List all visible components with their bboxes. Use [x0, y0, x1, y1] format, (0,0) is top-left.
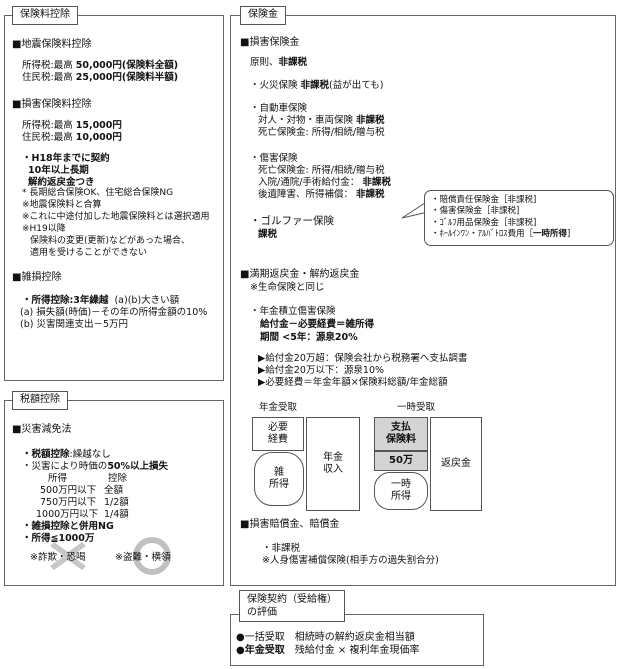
diagram-box-500k: 50万 [374, 451, 428, 471]
table-header: 控除 [108, 473, 128, 484]
text-line: 期間 <5年：源泉20% [260, 332, 358, 343]
text-line: ・所得≦1000万 [22, 533, 95, 544]
section-heading: ■損害賠償金、賠償金 [240, 519, 340, 530]
text-line: 住民税:最高 25,000円(保険料半額) [22, 72, 179, 83]
circle-mark-icon [133, 537, 171, 575]
panel-tab: 税額控除 [12, 391, 68, 410]
text-line: 入院/通院/手術給付金： 非課税 [258, 177, 391, 188]
text-line: ・所得控除:3年繰越 (a)(b)大きい額 [22, 295, 180, 306]
callout-line: ・ｺﾞﾙﾌ用品保険金［非課税] [431, 217, 537, 228]
insurance-premium-deduction-panel [4, 15, 224, 381]
diagram-box-paid-premium: 支払保険料 [374, 417, 428, 451]
text-line: ・H18年までに契約 [22, 153, 110, 164]
text-line: ▶給付金20万超：保険会社から税務署へ支払調書 [258, 353, 468, 364]
table-cell: 全額 [104, 485, 124, 496]
table-cell: 1000万円以下 [36, 509, 99, 520]
diagram-title: 一時受取 [397, 402, 436, 413]
text-line: ※詐欺・恐喝 [30, 552, 86, 563]
text-line: 10年以上長期 [28, 165, 89, 176]
callout-line: ・ﾎｰﾙｲﾝﾜﾝ・ｱﾙﾊﾞﾄﾛｽ費用［一時所得] [431, 229, 571, 240]
text-line: ・非課税 [262, 543, 301, 554]
section-heading: ■災害減免法 [12, 424, 72, 435]
panel-tab: 保険料控除 [12, 6, 78, 25]
diagram-box-refund: 返戻金 [430, 417, 482, 511]
text-line: ※H19以降 [22, 224, 66, 234]
text-line: ・雑損控除と併用NG [22, 521, 114, 532]
text-line: ▶必要経費＝年金年額×保険料総額/年金総額 [258, 377, 448, 388]
text-line: 給付金－必要経費＝雑所得 [260, 319, 375, 330]
text-line: ・災害により時価の50%以上損失 [22, 461, 169, 472]
section-heading: ■損害保険料控除 [12, 99, 92, 110]
text-line: ●年金受取 残給付金 × 複利年金現価率 [236, 645, 420, 656]
panel-tab: 保険契約（受給権） の評価 [239, 590, 345, 622]
callout-line: ・傷害保険金［非課税] [431, 206, 520, 217]
text-line: ※生命保険と同じ [250, 282, 325, 293]
text-line: (b) 災害関連支出－5万円 [20, 319, 129, 330]
section-heading: ■損害保険金 [240, 37, 300, 48]
text-line: 課税 [258, 229, 278, 240]
section-heading: ■満期返戻金・解約返戻金 [240, 269, 360, 280]
text-line: 住民税:最高 10,000円 [22, 132, 122, 143]
text-line: 保険料の変更(更新)などがあった場合、 [30, 236, 191, 246]
contract-evaluation-panel [230, 614, 484, 666]
text-line: 死亡保険金: 所得/相続/贈与税 [258, 165, 385, 176]
text-line: ※これに中途付加した地震保険料とは選択適用 [22, 212, 210, 222]
text-line: 対人・対物・車両保険 非課税 [258, 115, 385, 126]
text-line: ※盗難・横領 [115, 552, 171, 563]
text-line: ▶給付金20万以下：源泉10% [258, 365, 385, 376]
diagram-box-expense: 必要経費 [252, 417, 304, 451]
tax-credit-panel [4, 400, 224, 586]
table-cell: 500万円以下 [40, 485, 97, 496]
panel-tab-line: 保険契約（受給権） [247, 594, 337, 605]
table-cell: 1/4額 [104, 509, 129, 520]
diagram-box-temp-income: 一時所得 [374, 472, 428, 510]
text-line: 所得税:最高 50,000円(保険料全額) [22, 60, 179, 71]
text-line: 適用を受けることができない [30, 248, 148, 258]
cross-mark-icon [50, 542, 86, 570]
text-line: ・火災保険 非課税(益が出ても) [250, 80, 384, 91]
section-heading: ■雑損控除 [12, 272, 62, 283]
diagram-title: 年金受取 [259, 402, 298, 413]
text-line: (a) 損失額(時価)－その年の所得金額の10% [20, 307, 208, 318]
callout-box: ・賠償責任保険金［非課税] ・傷害保険金［非課税] ・ｺﾞﾙﾌ用品保険金［非課税… [424, 190, 614, 246]
text-line: 所得税:最高 15,000円 [22, 120, 122, 131]
text-line: 解約返戻金つき [28, 177, 95, 188]
diagram-box-annuity-income: 年金収入 [306, 417, 360, 511]
panel-tab-line: の評価 [247, 607, 277, 618]
callout-line: ・賠償責任保険金［非課税] [431, 195, 537, 205]
text-line: ・傷害保険 [250, 153, 298, 164]
text-line: 死亡保険金: 所得/相続/贈与税 [258, 127, 385, 138]
panel-tab: 保険金 [240, 6, 286, 25]
text-line: 原則、非課税 [250, 57, 308, 68]
section-heading: ■地震保険料控除 [12, 39, 92, 50]
text-line: ・ゴルファー保険 [250, 215, 334, 227]
table-cell: 1/2額 [104, 497, 129, 508]
text-line: ・自動車保険 [250, 103, 308, 114]
text-line: ●一括受取 相続時の解約返戻金相当額 [236, 632, 415, 643]
text-line: ・年金積立傷害保険 [250, 306, 336, 317]
text-line: 後遺障害、所得補償： 非課税 [258, 189, 385, 200]
text-line: ※人身傷害補償保険(相手方の過失割合分) [262, 555, 439, 566]
text-line: ※地震保険料と合算 [22, 200, 102, 210]
table-header: 所得 [48, 473, 68, 484]
text-line: ・税額控除:繰越なし [22, 449, 111, 460]
diagram-box-misc-income: 雑所得 [254, 452, 304, 506]
text-line: * 長期総合保険OK、住宅総合保険NG [22, 188, 174, 198]
table-cell: 750万円以下 [40, 497, 97, 508]
